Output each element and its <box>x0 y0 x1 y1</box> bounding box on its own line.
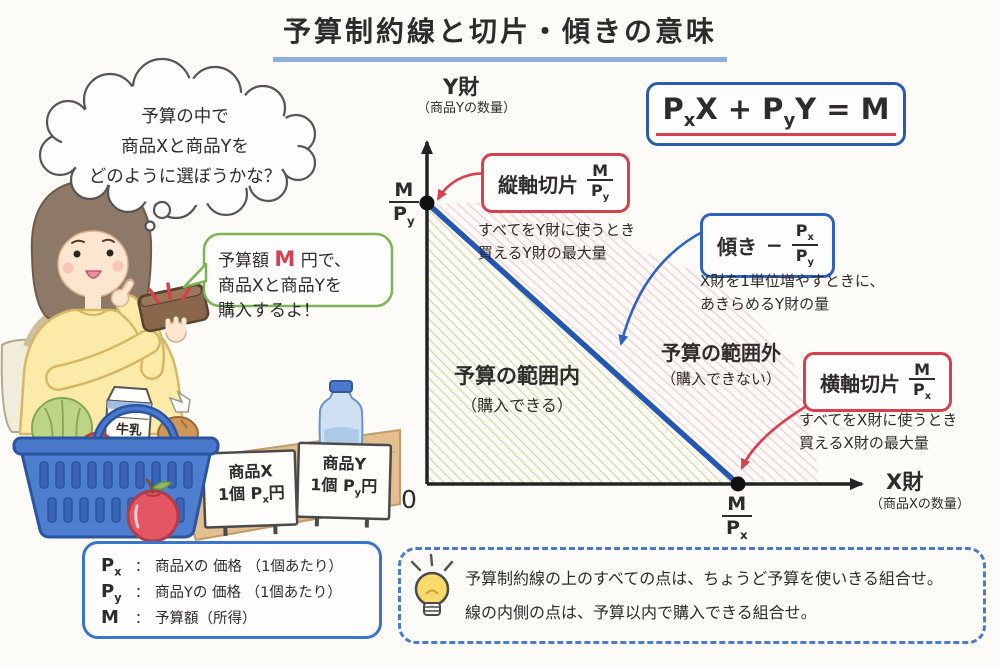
mouth <box>85 270 102 279</box>
y-intercept-value: M Py <box>389 180 419 227</box>
legend-row-m: M ： 予算額（所得） <box>101 607 257 628</box>
hair-fringe <box>56 210 129 252</box>
emphasis-marks <box>148 282 191 304</box>
budget-line <box>424 200 741 487</box>
price-tag-x <box>201 449 299 536</box>
basket-slots <box>39 461 193 523</box>
lightbulb-icon <box>410 553 454 616</box>
budget-graph <box>419 140 864 492</box>
page-title: 予算制約線と切片・傾きの意味 <box>0 10 1000 62</box>
variable-legend: Px ： 商品Xの 価格 （1個あたり） Py ： 商品Yの 価格 （1個あたり… <box>82 541 382 639</box>
x-axis-subtitle: （商品Xの数量） <box>870 497 970 512</box>
x-intercept-value: M Px <box>722 494 752 541</box>
speech-bubble-text: 予算額 M 円で、 商品Xと商品Yを 購入するよ！ <box>218 247 352 322</box>
speech-bubble <box>182 232 394 308</box>
y-axis-title: Y財 <box>443 75 480 99</box>
price-tag-y-text: 商品Y 1個 Py円 <box>310 453 378 500</box>
milk-label: 牛乳 <box>115 422 143 439</box>
budget-equation-box: PxX + PyY = M <box>646 82 906 146</box>
shopping-basket <box>12 385 220 539</box>
v-intercept-desc: すべてをY財に使うとき買えるY財の最大量 <box>478 221 636 263</box>
thought-bubble <box>38 57 317 232</box>
thought-trail-small <box>144 220 156 232</box>
origin-label: 0 <box>401 485 417 514</box>
price-tag-x-text: 商品X 1個 Px円 <box>217 461 286 507</box>
y-intercept-point <box>419 195 435 211</box>
budget-equation: PxX + PyY = M <box>656 92 896 137</box>
key-point-text: 予算制約線の上のすべての点は、ちょうど予算を使いきる組合せ。 線の内側の点は、予… <box>465 569 943 623</box>
v-intercept-callout: 縦軸切片 M Py <box>481 153 631 214</box>
slope-desc: X財を1単位増やすときに、あきらめるY財の量 <box>700 272 885 314</box>
legend-row-py: Py ： 商品Yの 価格 （1個あたり） <box>101 581 342 605</box>
affordable-region-label: 予算の範囲内 （購入できる） <box>454 364 580 415</box>
slope-callout: 傾き− Px Py <box>700 213 835 278</box>
basket-rim <box>12 436 220 456</box>
unaffordable-region-label: 予算の範囲外 （購入できない） <box>660 341 781 388</box>
thought-trail-large <box>152 200 172 220</box>
x-intercept-point <box>730 476 746 492</box>
h-intercept-desc: すべてをX財に使うとき買えるX財の最大量 <box>799 411 958 453</box>
legend-row-px: Px ： 商品Xの 価格 （1個あたり） <box>101 555 343 579</box>
y-axis-subtitle: （商品Yの数量） <box>417 101 516 116</box>
h-intercept-arrow <box>740 402 811 470</box>
basket-body <box>20 452 212 539</box>
price-tag-y <box>295 441 393 528</box>
thought-bubble-text: 予算の中で 商品Xと商品Yを どのように選ぼうかな？ <box>88 107 282 188</box>
x-axis-title: X財 <box>886 470 924 494</box>
key-point-note: 予算制約線の上のすべての点は、ちょうど予算を使いきる組合せ。 線の内側の点は、予… <box>398 547 986 644</box>
h-intercept-callout: 横軸切片 M Px <box>803 352 953 413</box>
slope-arrow <box>618 228 707 346</box>
